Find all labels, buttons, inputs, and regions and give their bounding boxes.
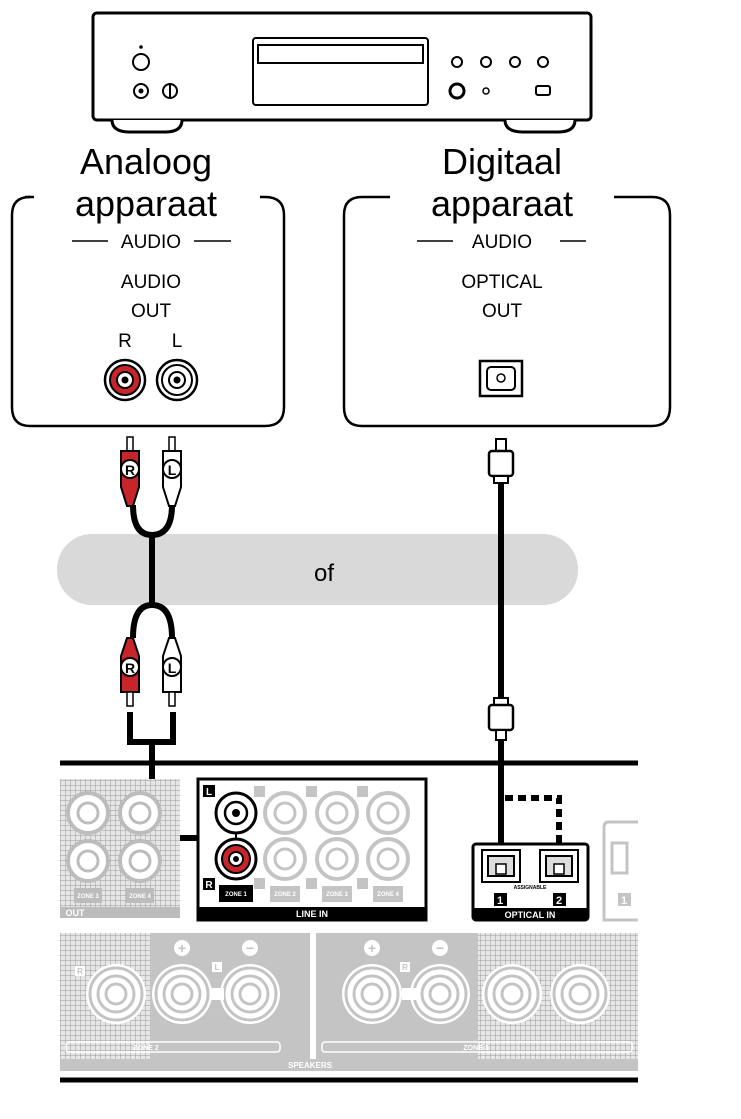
analog-l-label: L — [172, 331, 183, 352]
svg-text:R: R — [402, 963, 408, 972]
next-input-block: 1 — [602, 820, 638, 922]
line-in-other-zones — [263, 791, 410, 881]
optical-in-label: OPTICAL IN — [505, 910, 556, 920]
svg-text:+: + — [368, 940, 376, 956]
speakers-label: SPEAKERS — [288, 1061, 333, 1070]
line-in-zone3-label: ZONE 3 — [326, 892, 348, 898]
svg-text:1: 1 — [497, 895, 503, 907]
line-in-zone4-label: ZONE 4 — [377, 892, 399, 898]
pre-out-block: ZONE 3 ZONE 4 OUT — [60, 779, 180, 918]
optical-cable — [487, 438, 562, 855]
svg-text:R: R — [125, 660, 135, 676]
zone3-label: ZONE 3 — [77, 894, 99, 900]
line-in-label: LINE IN — [296, 909, 328, 919]
svg-text:2: 2 — [556, 895, 562, 907]
or-separator: of — [57, 534, 578, 605]
speakers-zone2: + − L R ZONE 2 — [60, 933, 310, 1059]
svg-text:R: R — [77, 967, 83, 976]
analog-title-line2: apparaat — [75, 183, 217, 224]
receiver-back-panel: ZONE 3 ZONE 4 OUT LINE IN L R — [60, 760, 638, 1083]
analog-l-jack — [155, 358, 199, 402]
line-in-zone1-r-jack — [214, 837, 258, 881]
svg-text:L: L — [206, 787, 212, 798]
optical-in-port-1 — [481, 849, 521, 883]
line-in-zone1-label: ZONE 1 — [225, 892, 247, 898]
digital-title-line1: Digitaal — [442, 141, 562, 182]
svg-text:L: L — [168, 462, 177, 478]
optical-out-port — [478, 359, 524, 398]
rca-plug-r-top: R — [120, 436, 140, 507]
assignable-label: ASSIGNABLE — [514, 885, 547, 891]
optical-in-block: OPTICAL IN ASSIGNABLE 1 2 — [471, 842, 590, 922]
digital-title-line2: apparaat — [431, 183, 573, 224]
line-in-zone2-label: ZONE 2 — [274, 892, 296, 898]
digital-port-label-line2: OUT — [482, 301, 523, 322]
line-in-block: LINE IN L R ZONE 1 — [196, 777, 428, 922]
analog-title-line1: Analoog — [80, 141, 212, 182]
rca-plug-r-bottom: R — [120, 637, 140, 707]
digital-device-panel: Digitaal apparaat AUDIO OPTICAL OUT — [342, 141, 672, 428]
analog-section-label: AUDIO — [121, 232, 181, 253]
analog-port-label-line2: OUT — [131, 301, 172, 322]
svg-text:−: − — [246, 940, 254, 956]
pre-out-label: OUT — [66, 908, 86, 918]
power-button — [132, 53, 150, 71]
line-in-zone1-l-jack — [214, 791, 258, 835]
svg-text:1: 1 — [621, 895, 627, 907]
speakers-zone2-label: ZONE 2 — [133, 1045, 158, 1052]
digital-port-label-line1: OPTICAL — [461, 272, 542, 293]
svg-text:L: L — [168, 660, 177, 676]
speakers-zone3-label: ZONE 3 — [463, 1045, 488, 1052]
analog-r-label: R — [118, 331, 132, 352]
speakers-zone3: + − R ZONE 3 — [316, 933, 638, 1059]
rca-plug-l-bottom: L — [162, 637, 182, 707]
svg-text:+: + — [178, 940, 186, 956]
analog-port-label-line1: AUDIO — [121, 272, 181, 293]
svg-text:R: R — [205, 880, 213, 891]
digital-section-label: AUDIO — [472, 232, 532, 253]
analog-r-jack — [103, 358, 147, 402]
rca-plug-l-top: L — [162, 436, 182, 507]
analog-device-panel: Analoog apparaat AUDIO AUDIO OUT R L — [10, 141, 286, 428]
svg-text:L: L — [215, 963, 220, 972]
svg-text:−: − — [436, 940, 444, 956]
svg-text:R: R — [125, 462, 135, 478]
source-player — [91, 11, 593, 134]
or-text: of — [314, 560, 334, 587]
optical-in-port-2 — [539, 849, 579, 883]
zone4-label: ZONE 4 — [129, 894, 151, 900]
